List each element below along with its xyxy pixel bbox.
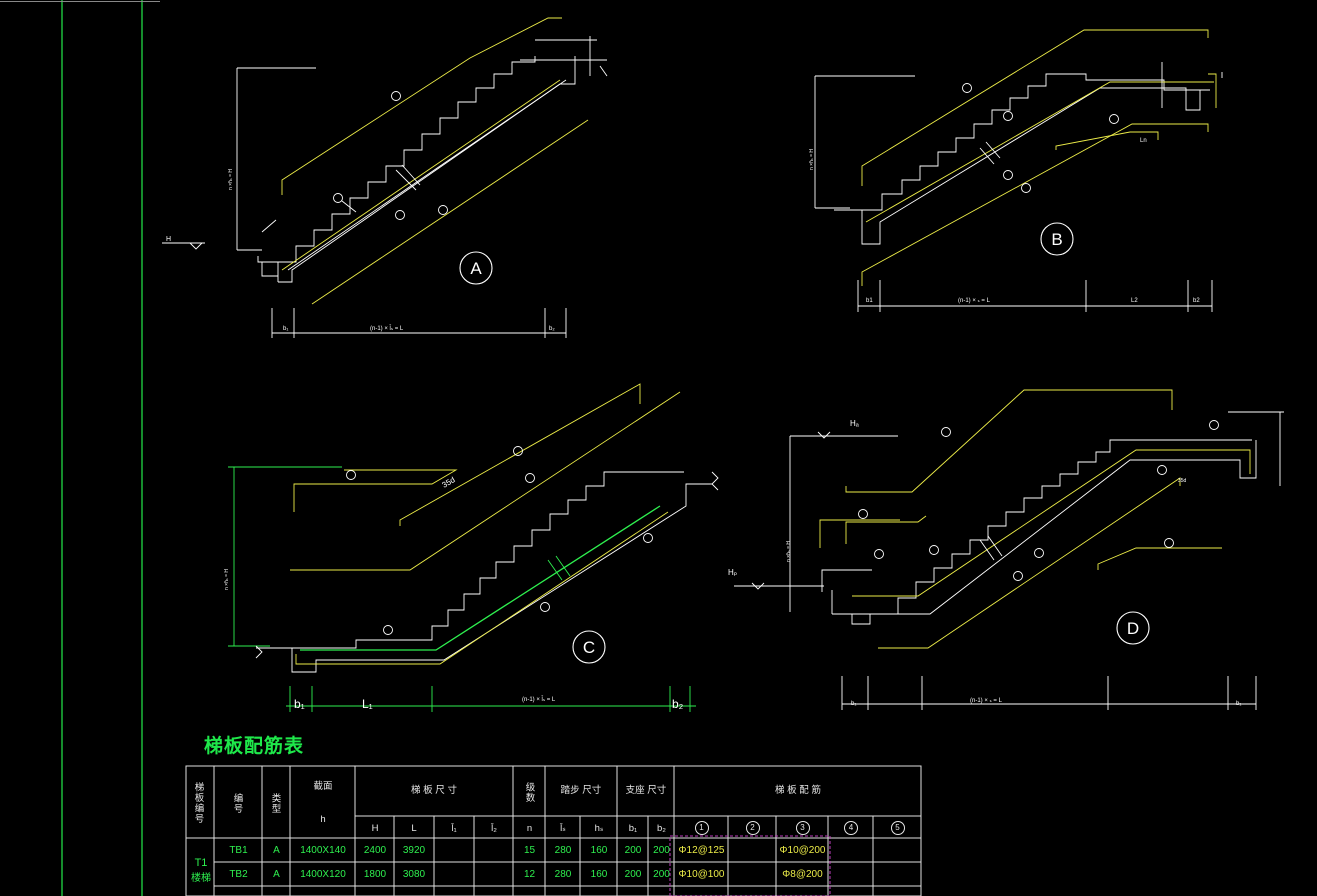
level-h-a: H xyxy=(166,236,171,243)
dim-b2-b: b2 xyxy=(1193,298,1200,304)
header-section-sub: h xyxy=(320,814,326,825)
header-type: 类型 xyxy=(269,792,281,814)
stair-detail-a xyxy=(162,17,608,338)
level-top-d: Hₐ xyxy=(850,419,860,428)
dim-b1-a: b₁ xyxy=(283,326,288,332)
row2-section: 1400X120 xyxy=(300,869,346,880)
level-bot-d: Hₚ xyxy=(728,568,737,577)
header-tread: 踏步 尺寸 xyxy=(560,785,602,796)
subheader-l2: l̄₂ xyxy=(491,823,497,834)
dim-l1-c: L₁ xyxy=(362,697,373,711)
height-dim-a: n ×h̄ₛ = H xyxy=(228,169,234,190)
header-steps: 级数 xyxy=(523,781,535,803)
row2-type: A xyxy=(273,869,280,880)
subheader-ls: l̄ₛ xyxy=(560,823,566,834)
dim-span-d: (n-1) × ₛ = L xyxy=(970,698,1003,704)
rebar-col-5: 5 xyxy=(874,821,921,835)
height-dim-d: n ×h̄ₛ = H xyxy=(786,541,792,562)
row1-type: A xyxy=(273,845,280,856)
panel-label-d: D xyxy=(1127,619,1139,638)
stair-detail-d xyxy=(734,389,1284,710)
subheader-l: L xyxy=(411,823,417,834)
header-group: 梯板编号 xyxy=(192,782,204,824)
row2-code: TB2 xyxy=(229,869,248,880)
ln-label-b: Ln xyxy=(1140,138,1147,144)
subheader-l1: l̄₁ xyxy=(451,823,457,834)
row1-b1: 200 xyxy=(624,845,642,856)
dim-b1-c: b₁ xyxy=(294,697,305,711)
header-section: 截面 xyxy=(313,781,333,792)
dim-b2-d: b₁ xyxy=(1236,701,1241,707)
rebar-col-3: 3 xyxy=(777,821,828,835)
row2-n: 12 xyxy=(523,869,536,880)
group-label-2: 楼梯 xyxy=(191,873,211,884)
height-dim-b: n ×h̄ₛ = H xyxy=(809,149,815,170)
row2-rebar1: Φ10@100 xyxy=(678,869,725,880)
dim-b1-b: b1 xyxy=(866,298,873,304)
subheader-b1: b₁ xyxy=(628,823,638,834)
rebar-col-2: 2 xyxy=(729,821,776,835)
row1-rebar3: Φ10@200 xyxy=(779,845,826,856)
dim-l2-b: L2 xyxy=(1131,298,1138,304)
row2-l: 3080 xyxy=(402,869,426,880)
subheader-b2: b₂ xyxy=(657,823,666,834)
rebar-table-grid xyxy=(185,765,922,896)
table-title: 梯板配筋表 xyxy=(204,735,305,757)
row1-section: 1400X140 xyxy=(300,845,346,856)
header-support: 支座 尺寸 xyxy=(625,785,667,796)
row2-b1: 200 xyxy=(624,869,642,880)
stair-detail-c xyxy=(228,383,719,712)
row1-b2: 200 xyxy=(653,845,670,856)
row1-hs: 160 xyxy=(590,845,608,856)
row1-rebar1: Φ12@125 xyxy=(678,845,725,856)
subheader-n: n xyxy=(526,823,533,834)
dim-span-b: (n-1) × ₛ = L xyxy=(958,298,991,304)
row2-b2: 200 xyxy=(653,869,670,880)
height-dim-c: n ×h̄ₛ = H xyxy=(224,569,230,590)
panel-label-a: A xyxy=(470,259,482,278)
anchor-35d-d: 35d xyxy=(1178,478,1187,484)
group-label: T1 xyxy=(194,857,208,869)
row1-code: TB1 xyxy=(229,845,248,856)
dim-b2-c: b₂ xyxy=(672,697,684,711)
panel-label-c: C xyxy=(583,638,595,657)
dim-span-a: (n-1) × l̄ₛ = L xyxy=(370,325,404,332)
row1-n: 15 xyxy=(523,845,536,856)
row2-hs: 160 xyxy=(590,869,608,880)
subheader-hs: hₛ xyxy=(594,823,604,834)
dim-b2-a: b₂ xyxy=(549,326,555,332)
row2-ls: 280 xyxy=(554,869,572,880)
header-rebar: 梯 板 配 筋 xyxy=(775,785,821,796)
rebar-col-4: 4 xyxy=(829,821,873,835)
row2-rebar3: Φ8@200 xyxy=(782,869,823,880)
header-code: 编号 xyxy=(231,792,243,814)
row2-h: 1800 xyxy=(363,869,387,880)
row1-l: 3920 xyxy=(402,845,426,856)
row1-ls: 280 xyxy=(554,845,572,856)
header-dims: 梯 板 尺 寸 xyxy=(411,785,457,796)
dim-b1-d: b₁ xyxy=(851,701,856,707)
row1-h: 2400 xyxy=(363,845,387,856)
subheader-h: H xyxy=(371,823,379,834)
stair-detail-b xyxy=(814,29,1223,312)
panel-label-b: B xyxy=(1051,230,1062,249)
rebar-col-1: 1 xyxy=(675,821,728,835)
dim-span-c: (n-1) × l̄ₛ = L xyxy=(522,696,556,703)
